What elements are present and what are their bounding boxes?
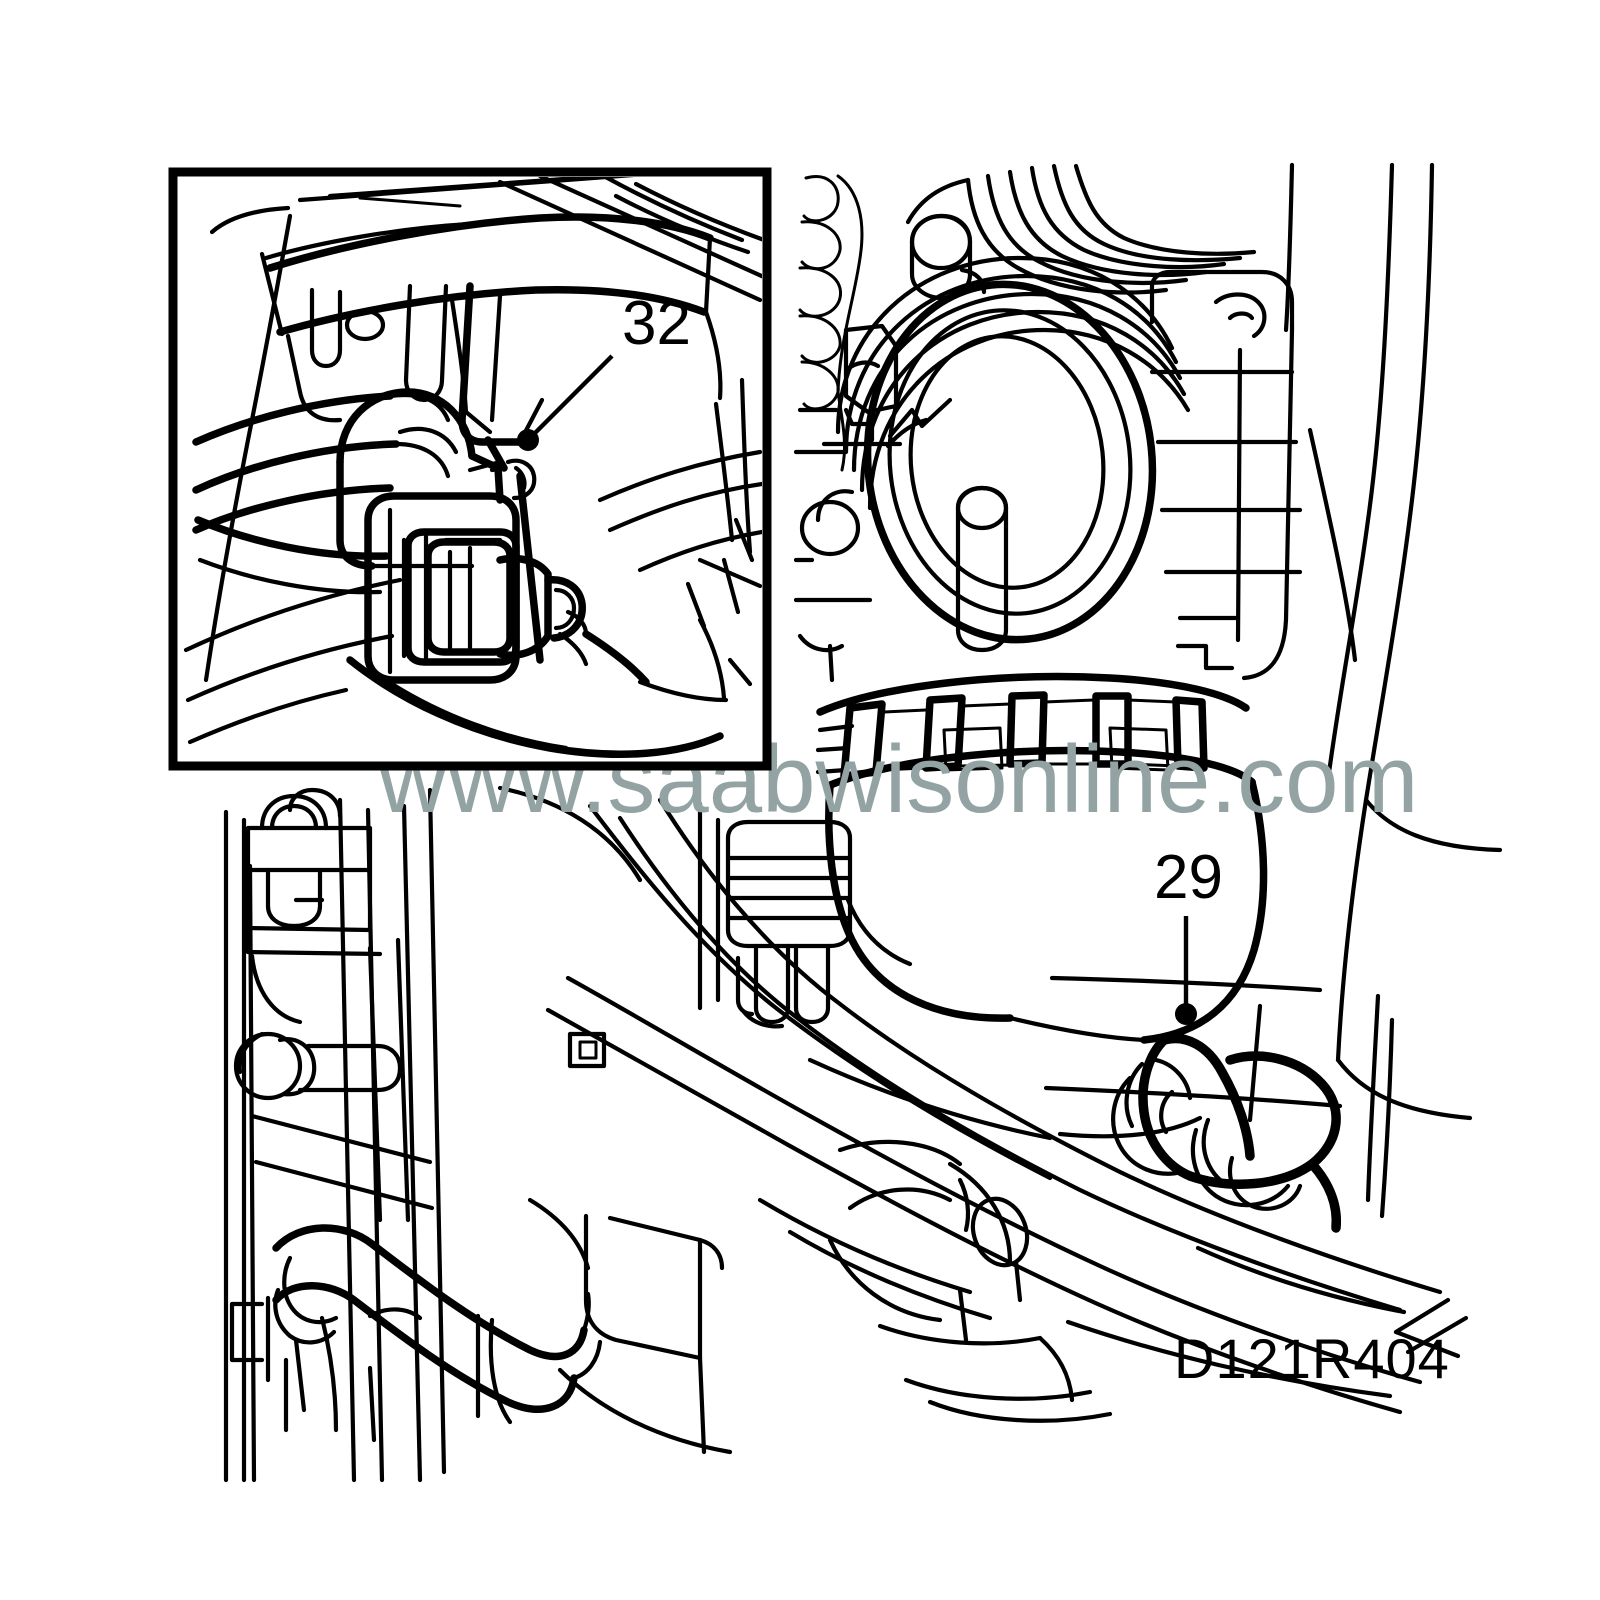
right-side-hoses	[1283, 162, 1503, 1121]
inset-sensor-component	[336, 388, 650, 686]
figure-code-label: D121R404	[1174, 1327, 1450, 1390]
inset-detail-box: 32	[168, 167, 772, 771]
callout-29-dot	[1175, 1003, 1197, 1025]
inset-wiring-harness	[192, 392, 451, 595]
chassis-panel-right	[1065, 1245, 1469, 1399]
callout-32-label: 32	[622, 289, 691, 358]
inset-background-panels	[183, 177, 762, 745]
vacuum-hose-connector	[1111, 1033, 1342, 1233]
callout-29-label: 29	[1154, 843, 1223, 912]
engine-block-left	[793, 407, 873, 683]
manifold-body	[825, 778, 1268, 1044]
throttle-body	[821, 213, 1303, 681]
engine-casting-bottom	[827, 1139, 1113, 1423]
callout-29-group: 29	[1154, 843, 1223, 1025]
callout-32-leader	[517, 354, 614, 451]
inset-lower-shield	[346, 517, 755, 758]
relay-connector-block	[697, 801, 853, 1029]
inset-contents	[183, 177, 762, 758]
intake-manifold-ribs	[815, 672, 1256, 790]
cowl-panel	[497, 785, 733, 1455]
cable-tie-clip	[567, 1031, 607, 1069]
inset-right-panel	[697, 377, 762, 589]
radiator-support-frame	[223, 787, 603, 1483]
main-engine-bay-drawing	[223, 162, 1503, 1483]
callout-32-dot	[517, 429, 539, 451]
lower-right-casting	[1043, 975, 1395, 1219]
accordion-air-hose	[905, 163, 1257, 295]
